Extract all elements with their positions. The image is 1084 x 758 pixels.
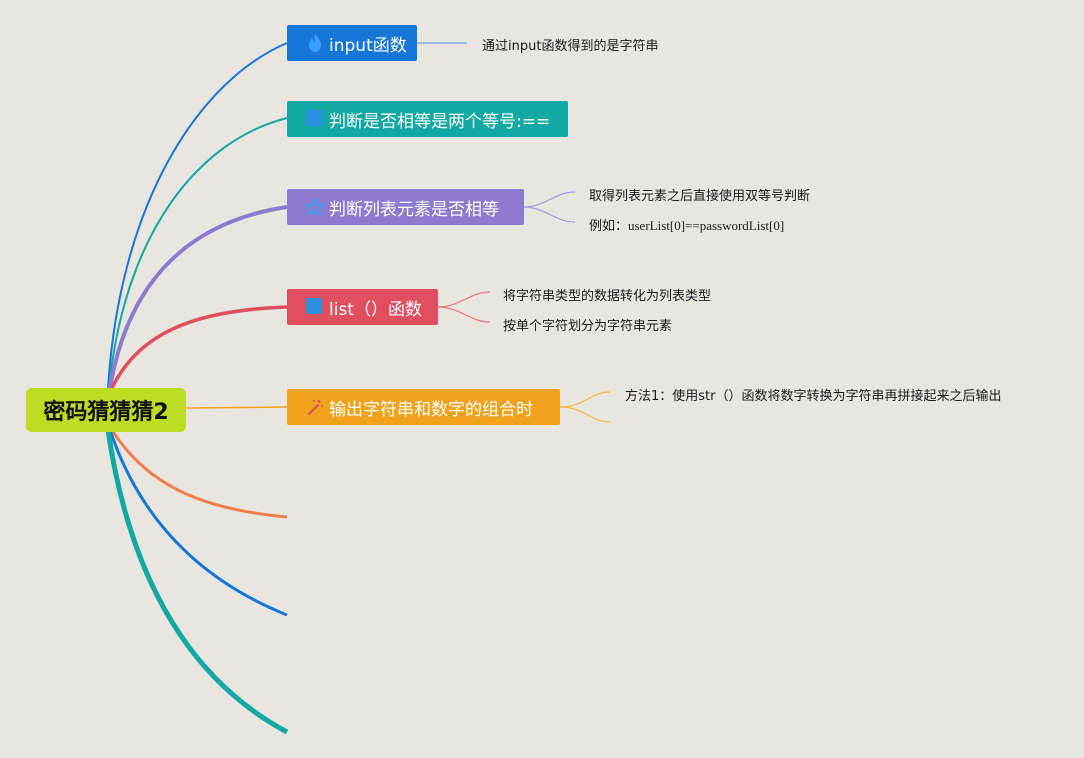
note-connector-list-compare-2 (523, 206, 576, 223)
magic-wand-icon (305, 397, 325, 417)
branch-connector-list-func (110, 305, 288, 389)
topic-string-number-output[interactable]: 输出字符串和数字的组合时 (287, 389, 560, 425)
topic-list-function-label: list（）函数 (329, 299, 422, 320)
square-icon (305, 109, 325, 129)
note-connector-list-compare-1 (523, 191, 576, 208)
note-label: 将字符串类型的数据转化为列表类型 (503, 289, 712, 304)
topic-input-function-label: input函数 (329, 35, 407, 56)
note-list-function-split[interactable]: 按单个字符划分为字符串元素 (503, 315, 672, 334)
branch-connector-list-compare (108, 205, 288, 389)
branch-connector-empty-3 (105, 429, 289, 735)
fire-icon (305, 33, 325, 53)
square-icon (305, 297, 325, 317)
note-label: 取得列表元素之后直接使用双等号判断 (589, 189, 811, 204)
topic-input-function[interactable]: input函数 (287, 25, 417, 61)
topic-string-number-output-label: 输出字符串和数字的组合时 (329, 399, 533, 420)
note-connector-output-2 (559, 406, 611, 423)
branch-connector-equals (108, 117, 288, 389)
root-topic[interactable]: 密码猜猜猜2 (26, 388, 186, 432)
note-label: 按单个字符划分为字符串元素 (503, 319, 673, 334)
branch-connector-empty-1 (110, 429, 288, 519)
note-list-function-convert[interactable]: 将字符串类型的数据转化为列表类型 (503, 285, 711, 304)
star-icon (305, 197, 325, 217)
note-label: 方法1：使用str（）函数将数字转换为字符串再拼接起来之后输出 (625, 389, 1002, 404)
note-output-method-1[interactable]: 方法1：使用str（）函数将数字转换为字符串再拼接起来之后输出 (625, 385, 1002, 404)
branch-connector-output (185, 406, 288, 409)
note-label: 例如：userList[0]==passwordList[0] (589, 218, 785, 233)
note-connector-output-1 (559, 391, 611, 408)
note-input-returns-string[interactable]: 通过input函数得到的是字符串 (482, 35, 658, 54)
root-topic-label: 密码猜猜猜2 (43, 400, 169, 425)
note-connector-list-func-1 (437, 291, 491, 308)
topic-list-function[interactable]: list（）函数 (287, 289, 438, 325)
note-connector-list-func-2 (437, 306, 491, 323)
note-label: 通过input函数得到的是字符串 (482, 39, 659, 54)
note-list-compare-method[interactable]: 取得列表元素之后直接使用双等号判断 (589, 185, 810, 204)
topic-list-element-compare-label: 判断列表元素是否相等 (329, 199, 499, 220)
branch-connector-input (107, 42, 288, 389)
topic-equals-check[interactable]: 判断是否相等是两个等号:== (287, 101, 568, 137)
topic-list-element-compare[interactable]: 判断列表元素是否相等 (287, 189, 524, 225)
note-list-compare-example[interactable]: 例如：userList[0]==passwordList[0] (589, 215, 784, 234)
topic-equals-check-label: 判断是否相等是两个等号:== (329, 111, 551, 132)
branch-connector-empty-2 (108, 429, 288, 617)
